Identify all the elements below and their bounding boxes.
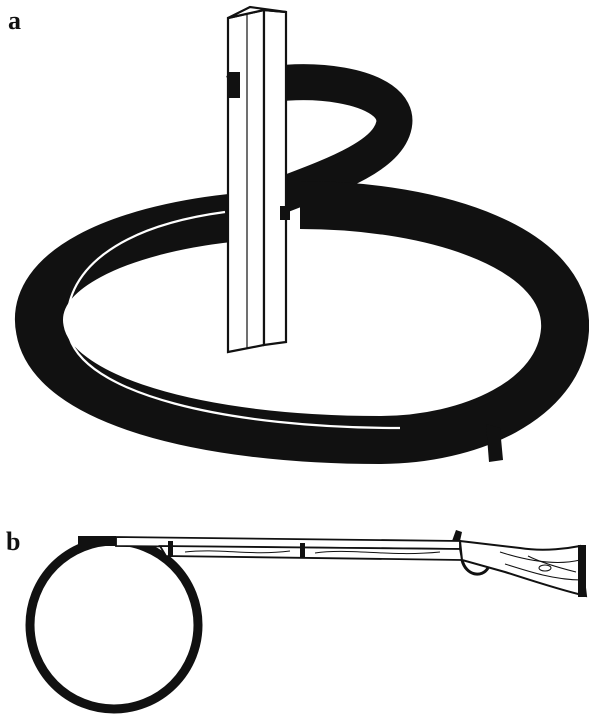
ring-icon — [30, 541, 198, 709]
musket-icon — [78, 530, 586, 597]
square-post-icon — [228, 7, 290, 352]
hose-coil-icon — [39, 205, 565, 462]
panel-b-illustration — [30, 530, 586, 709]
panel-a-illustration — [39, 7, 565, 462]
